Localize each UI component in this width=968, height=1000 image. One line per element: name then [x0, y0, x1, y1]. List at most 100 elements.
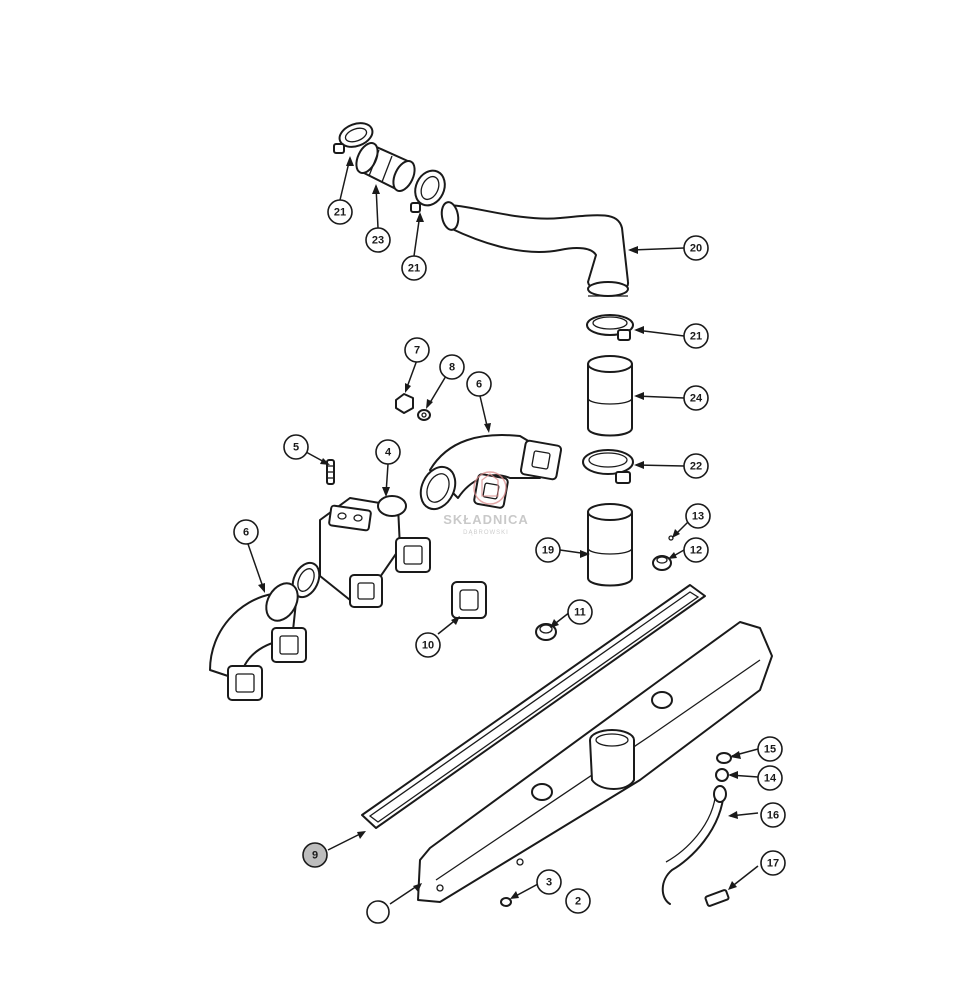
- callout-circle: [415, 632, 441, 658]
- callout-10: 10: [415, 632, 441, 658]
- callout-circle: [757, 736, 783, 762]
- callout-3: 3: [536, 869, 562, 895]
- washer-15: [716, 752, 732, 764]
- hose-clamp-21-middle: [410, 169, 446, 213]
- callout-number: 16: [767, 810, 779, 822]
- callout-number: 2: [575, 896, 581, 908]
- callout-8: 8: [439, 354, 465, 380]
- callout-number: 12: [690, 545, 702, 557]
- callout-number: 7: [414, 345, 420, 357]
- hose-clamp-21-right: [586, 314, 634, 341]
- fitting-14: [715, 768, 729, 782]
- callout-21b: 21: [401, 255, 427, 281]
- callout-number: 23: [372, 235, 384, 247]
- callout-circle: [683, 537, 709, 563]
- callout-20: 20: [683, 235, 709, 261]
- fitting-17: [704, 889, 730, 907]
- callout-22: 22: [683, 453, 709, 479]
- callout-21c: 21: [683, 323, 709, 349]
- bent-pipe-20: [440, 201, 629, 297]
- callout-19: 19: [535, 537, 561, 563]
- callout-circle: [327, 199, 353, 225]
- callout-circle: [233, 519, 259, 545]
- callout-circle: [683, 235, 709, 261]
- callout-12: 12: [683, 537, 709, 563]
- callout-circle: [365, 227, 391, 253]
- callout-circle: [565, 888, 591, 914]
- callout-number: 3: [546, 877, 552, 889]
- callout-number: 22: [690, 461, 702, 473]
- callout-number: 14: [764, 773, 777, 785]
- callout-circle: [683, 385, 709, 411]
- callout-21a: 21: [327, 199, 353, 225]
- watermark-brand: SKŁADNICA: [443, 512, 529, 527]
- leader-lines: [247, 156, 759, 905]
- callout-circle: [683, 323, 709, 349]
- callout-6a: 6: [466, 371, 492, 397]
- callout-number: 24: [690, 393, 703, 405]
- callout-number: 9: [312, 850, 318, 862]
- washer-8: [417, 409, 431, 421]
- callout-circle: [683, 453, 709, 479]
- hose-clamp-22: [582, 449, 634, 484]
- callout-circle: [685, 503, 711, 529]
- callout-number: 6: [243, 527, 249, 539]
- nut-7: [395, 393, 414, 414]
- callout-partial: [366, 900, 390, 924]
- callout-circle: [757, 765, 783, 791]
- hose-coupling-23: [355, 142, 416, 192]
- callout-number: 17: [767, 858, 779, 870]
- plug-11: [535, 623, 557, 641]
- callout-number: 19: [542, 545, 554, 557]
- callout-number: 13: [692, 511, 704, 523]
- callout-number: 10: [422, 640, 434, 652]
- watermark-sub: DĄBROWSKI: [463, 530, 509, 536]
- callout-number: 21: [690, 331, 702, 343]
- callout-number: 8: [449, 362, 455, 374]
- callout-number: 4: [385, 447, 392, 459]
- callout-circle: [567, 599, 593, 625]
- oil-pipe-16: [661, 785, 727, 905]
- callout-24: 24: [683, 385, 709, 411]
- callout-number: 6: [476, 379, 482, 391]
- callout-circle: [466, 371, 492, 397]
- hose-section-19: [587, 503, 633, 587]
- callout-number: 11: [574, 607, 586, 619]
- callout-13: 13: [685, 503, 711, 529]
- callout-labels: 21 23 21 20 21 24 22 7 8 6 5 4 6 13 12 19 11 10 15 14 16 9 17 3…: [233, 199, 786, 914]
- callout-circle: [404, 337, 430, 363]
- callout-number: 5: [293, 442, 299, 454]
- callout-circle: [535, 537, 561, 563]
- callout-7: 7: [404, 337, 430, 363]
- bolt-3: [500, 897, 512, 907]
- callout-circle: [302, 842, 328, 868]
- callout-11: 11: [567, 599, 593, 625]
- hose-connector-24: [587, 355, 633, 437]
- gasket-10: [451, 581, 487, 619]
- callout-4: 4: [375, 439, 401, 465]
- exhaust-elbow-6-lower: [209, 582, 307, 701]
- manifold-gasket-9: [361, 584, 706, 829]
- stud-5: [326, 459, 335, 485]
- callout-circle: [439, 354, 465, 380]
- callout-number: 15: [764, 744, 776, 756]
- callout-14: 14: [757, 765, 783, 791]
- callout-15: 15: [757, 736, 783, 762]
- callout-circle: [760, 850, 786, 876]
- callout-9: 9: [302, 842, 328, 868]
- exhaust-manifold-body: [417, 621, 773, 903]
- callout-circle: [760, 802, 786, 828]
- callout-circle: [536, 869, 562, 895]
- callout-circle: [375, 439, 401, 465]
- hose-clamp-21-top: [333, 122, 374, 154]
- exhaust-manifold-section-4: [291, 495, 431, 608]
- callout-17: 17: [760, 850, 786, 876]
- callout-number: 21: [334, 207, 346, 219]
- callout-5: 5: [283, 434, 309, 460]
- callout-23: 23: [365, 227, 391, 253]
- callout-16: 16: [760, 802, 786, 828]
- plug-12: [652, 555, 672, 571]
- callout-number: 21: [408, 263, 420, 275]
- watermark-logo: SKŁADNICA DĄBROWSKI: [443, 471, 529, 536]
